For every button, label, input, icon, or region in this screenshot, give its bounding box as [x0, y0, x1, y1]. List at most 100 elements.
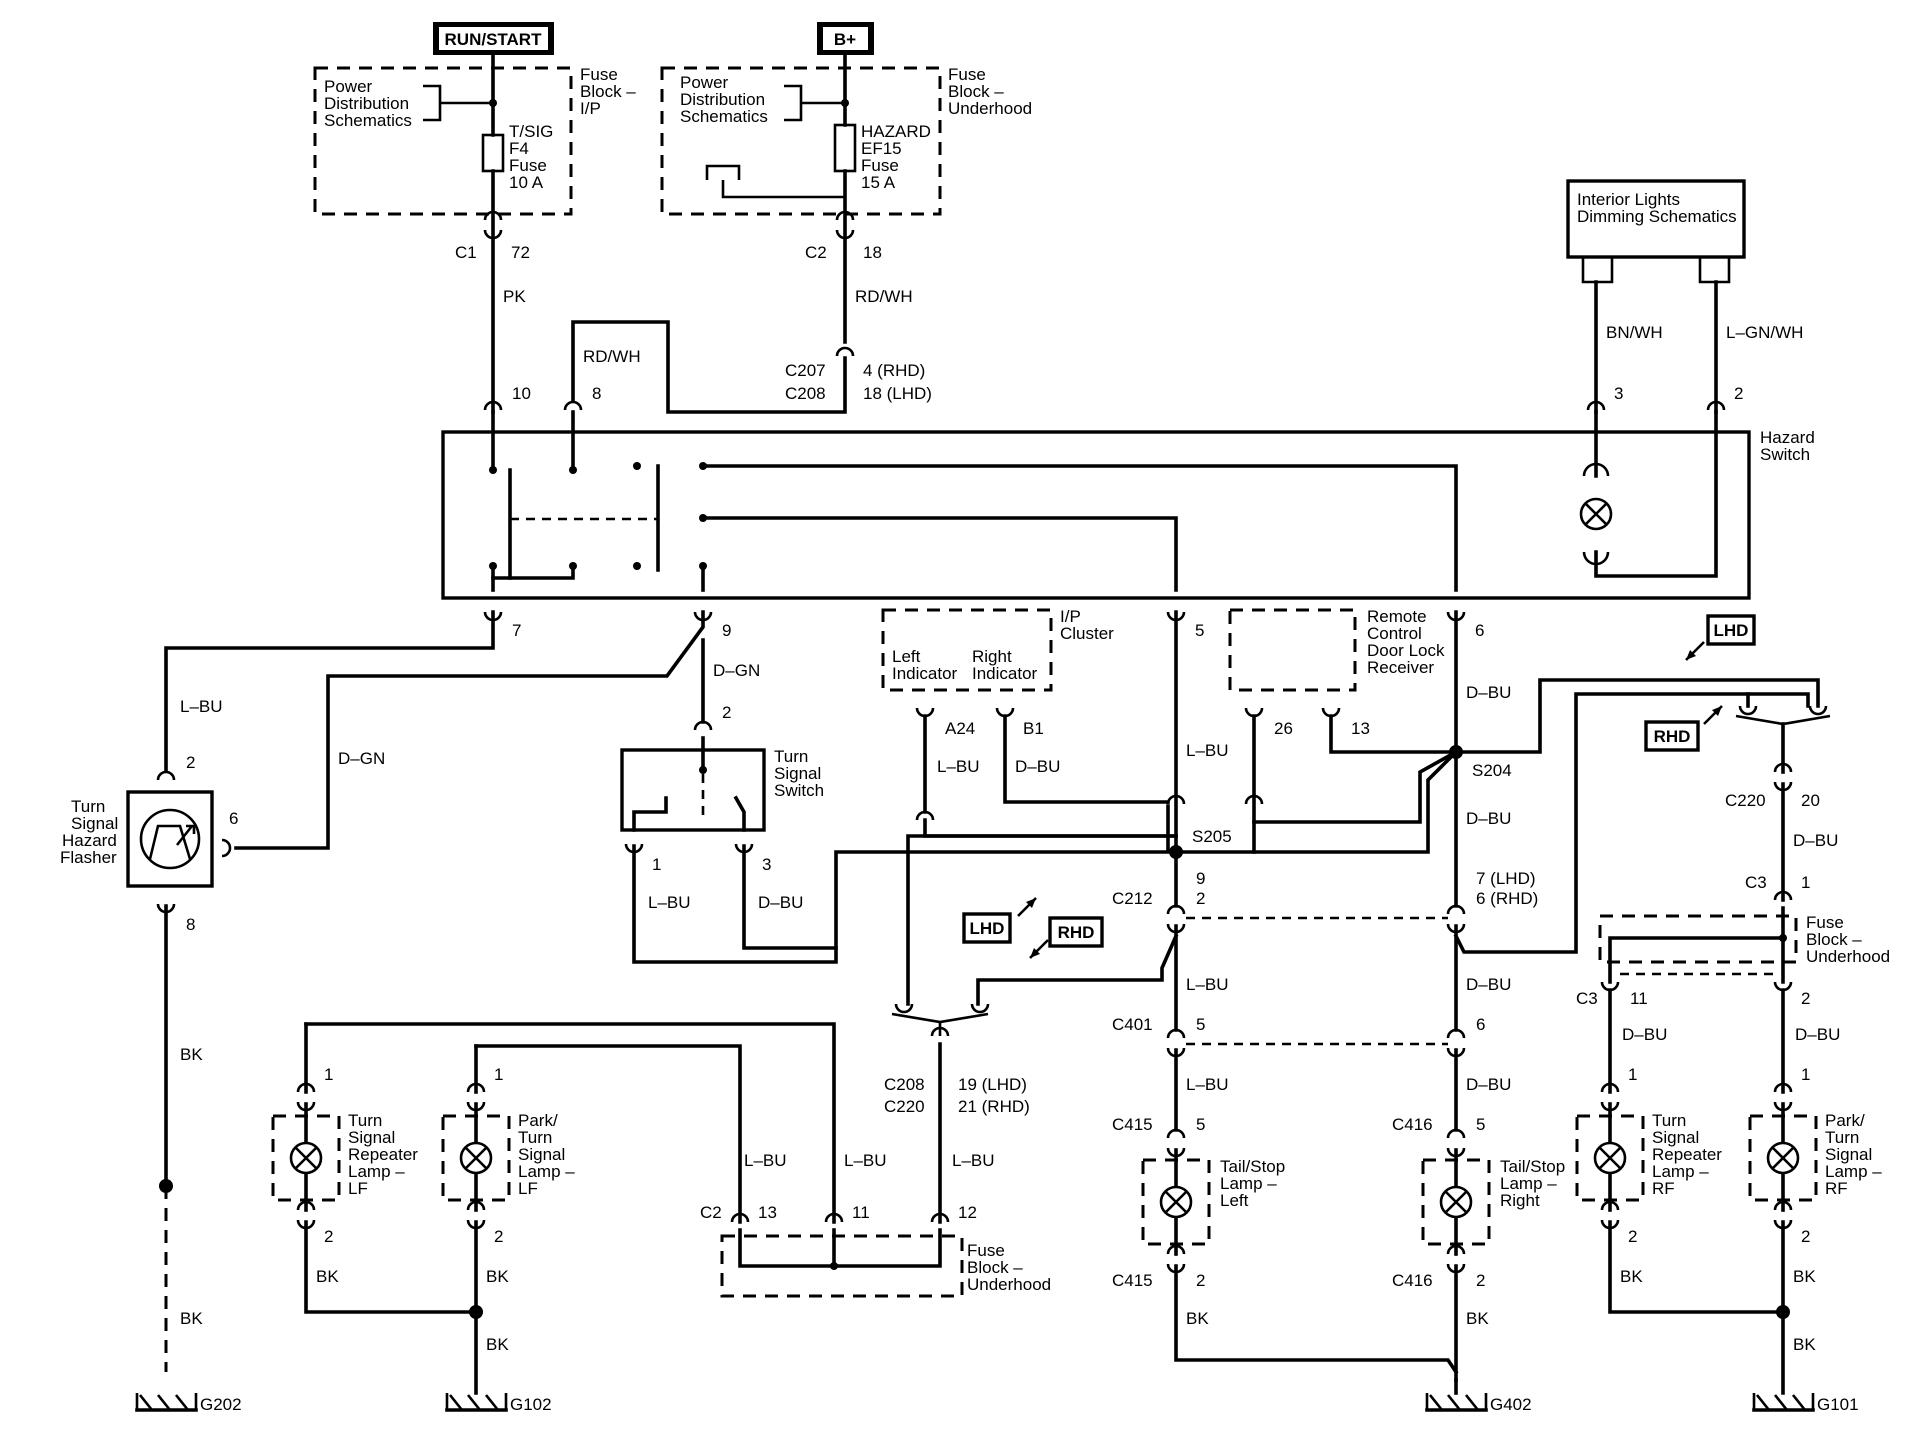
ip-cluster-label-2: Cluster — [1060, 624, 1114, 643]
hazard-switch-label-1: Hazard — [1760, 428, 1815, 447]
fuse-ef15-label-3: Fuse — [861, 156, 899, 175]
lf-ground-bk: BK — [486, 1335, 509, 1354]
c401-pin-6: 6 — [1476, 1015, 1485, 1034]
c416-bot-pin: 2 — [1476, 1271, 1485, 1290]
right-front-circuit: LHD RHD C220 20 D–BU C3 1 Fuse Block – U… — [1575, 614, 1890, 1414]
hazard-pin-6: 6 — [1475, 621, 1484, 640]
fb-bot-pin-13: 13 — [758, 1203, 777, 1222]
turn-switch-dbu-wire-label: D–BU — [758, 893, 803, 912]
fuse-f4-label-4: 10 A — [509, 173, 544, 192]
rf-park-label-3: Signal — [1825, 1145, 1872, 1164]
lf-repeater-label-3: Repeater — [348, 1145, 418, 1164]
c220-right-label: C220 — [1725, 791, 1766, 810]
cluster-ltbu-wire-label: L–BU — [937, 757, 980, 776]
left-rear-ltbu-3: L–BU — [1186, 1075, 1229, 1094]
pds-uh-label-1: Power — [680, 73, 729, 92]
tail-stop-right-label-2: Lamp – — [1500, 1174, 1557, 1193]
ground-g101-label: G101 — [1817, 1395, 1859, 1414]
pk-wire-label: PK — [503, 287, 526, 306]
lf-repeater-bk: BK — [316, 1267, 339, 1286]
right-rear-dbu-2: D–BU — [1466, 809, 1511, 828]
rcdlr-label-1: Remote — [1367, 607, 1427, 626]
b-plus-label: B+ — [834, 30, 856, 49]
lf-repeater-pin-1: 1 — [324, 1065, 333, 1084]
fuse-block-uh-label-2: Block – — [948, 82, 1004, 101]
c207-pin-label-2: 18 (LHD) — [863, 384, 932, 403]
rf-park-label-5: RF — [1825, 1179, 1848, 1198]
lf-park-pin-2: 2 — [494, 1227, 503, 1246]
fuse-ef15-label-1: HAZARD — [861, 122, 931, 141]
lf-park-label-1: Park/ — [518, 1111, 558, 1130]
turn-signal-hazard-flasher: L–BU D–GN 2 6 Turn Signal Hazard Flasher… — [60, 610, 705, 1414]
hazard-switch: Hazard Switch — [441, 410, 1815, 600]
flasher-label-3: Hazard — [62, 831, 117, 850]
fuse-f4-label-2: F4 — [509, 139, 529, 158]
lf-repeater-label-5: LF — [348, 1179, 368, 1198]
flasher-bk-wire-label: BK — [180, 1045, 203, 1064]
c212-pin-6: 6 (RHD) — [1476, 889, 1538, 908]
hazard-indicator-lamp — [1579, 497, 1613, 531]
c401-pin-5: 5 — [1196, 1015, 1205, 1034]
flasher-pin-8: 8 — [186, 915, 195, 934]
lhd-tag-right: LHD — [1714, 621, 1749, 640]
flasher-label-1: Turn — [71, 797, 105, 816]
rf-park-label-4: Lamp – — [1825, 1162, 1882, 1181]
cluster-pin-b1: B1 — [1023, 719, 1044, 738]
lf-park-label-2: Turn — [518, 1128, 552, 1147]
turn-switch-label-2: Signal — [774, 764, 821, 783]
flasher-dgn-wire-label: D–GN — [338, 749, 385, 768]
pds-ip-label-2: Distribution — [324, 94, 409, 113]
rcdlr-label-4: Receiver — [1367, 658, 1434, 677]
fuse-block-uh-label-1: Fuse — [948, 65, 986, 84]
c212-pin-9: 9 — [1196, 869, 1205, 888]
fb-bot-label-2: Block – — [967, 1258, 1023, 1277]
rf-dbu-r: D–BU — [1795, 1025, 1840, 1044]
ip-cluster: I/P Cluster Left Indicator Right Indicat… — [881, 607, 1178, 838]
hazard-pin-7: 7 — [512, 621, 521, 640]
lgnwh-wire-label: L–GN/WH — [1726, 323, 1803, 342]
left-indicator-label-2: Indicator — [892, 664, 958, 683]
fb-right-label-2: Block – — [1806, 930, 1862, 949]
c212-pin-7: 7 (LHD) — [1476, 869, 1536, 888]
c208-pin-19: 19 (LHD) — [958, 1075, 1027, 1094]
c2-top-pin-label: 18 — [863, 243, 882, 262]
tail-stop-left-label-1: Tail/Stop — [1220, 1157, 1285, 1176]
c415-top-pin: 5 — [1196, 1115, 1205, 1134]
hazard-pin-5: 5 — [1195, 621, 1204, 640]
fb-bot-label-1: Fuse — [967, 1241, 1005, 1260]
rf-dbu-l: D–BU — [1622, 1025, 1667, 1044]
fuse-ef15-label-4: 15 A — [861, 173, 896, 192]
rf-park-label-1: Park/ — [1825, 1111, 1865, 1130]
c416-bot-label: C416 — [1392, 1271, 1433, 1290]
splice-s204-label: S204 — [1472, 761, 1512, 780]
rf-repeater-bk: BK — [1620, 1267, 1643, 1286]
pds-ip-label-1: Power — [324, 77, 373, 96]
rdwh-wire-label: RD/WH — [855, 287, 913, 306]
c208-label: C208 — [785, 384, 826, 403]
c1-label: C1 — [455, 243, 477, 262]
rf-repeater-label-5: RF — [1652, 1179, 1675, 1198]
flasher-pin-6: 6 — [229, 809, 238, 828]
c2-top-label: C2 — [805, 243, 827, 262]
left-front-lamps: 1 Turn Signal Repeater Lamp – LF 2 BK 1 … — [271, 1065, 575, 1414]
c1-pin-label: 72 — [511, 243, 530, 262]
hazard-pin-9: 9 — [722, 621, 731, 640]
rf-repeater-pin-1: 1 — [1628, 1065, 1637, 1084]
rf-repeater-label-1: Turn — [1652, 1111, 1686, 1130]
pds-uh-label-3: Schematics — [680, 107, 768, 126]
c3-top-label: C3 — [1745, 873, 1767, 892]
tail-stop-right-label-3: Right — [1500, 1191, 1540, 1210]
cluster-pin-a24: A24 — [945, 719, 975, 738]
fb-bot-ltbu-a: L–BU — [744, 1151, 787, 1170]
hazard-pin-2: 2 — [1734, 384, 1743, 403]
fuse-f4-symbol — [481, 133, 505, 173]
run-start-source: RUN/START — [433, 22, 554, 55]
lf-park-bk: BK — [486, 1267, 509, 1286]
hazard-pin-3: 3 — [1614, 384, 1623, 403]
flasher-label-2: Signal — [71, 814, 118, 833]
lhd-tag-middle: LHD — [970, 919, 1005, 938]
left-rear-bk: BK — [1186, 1309, 1209, 1328]
rcdlr-label-3: Door Lock — [1367, 641, 1445, 660]
splice-s205-label: S205 — [1192, 827, 1232, 846]
